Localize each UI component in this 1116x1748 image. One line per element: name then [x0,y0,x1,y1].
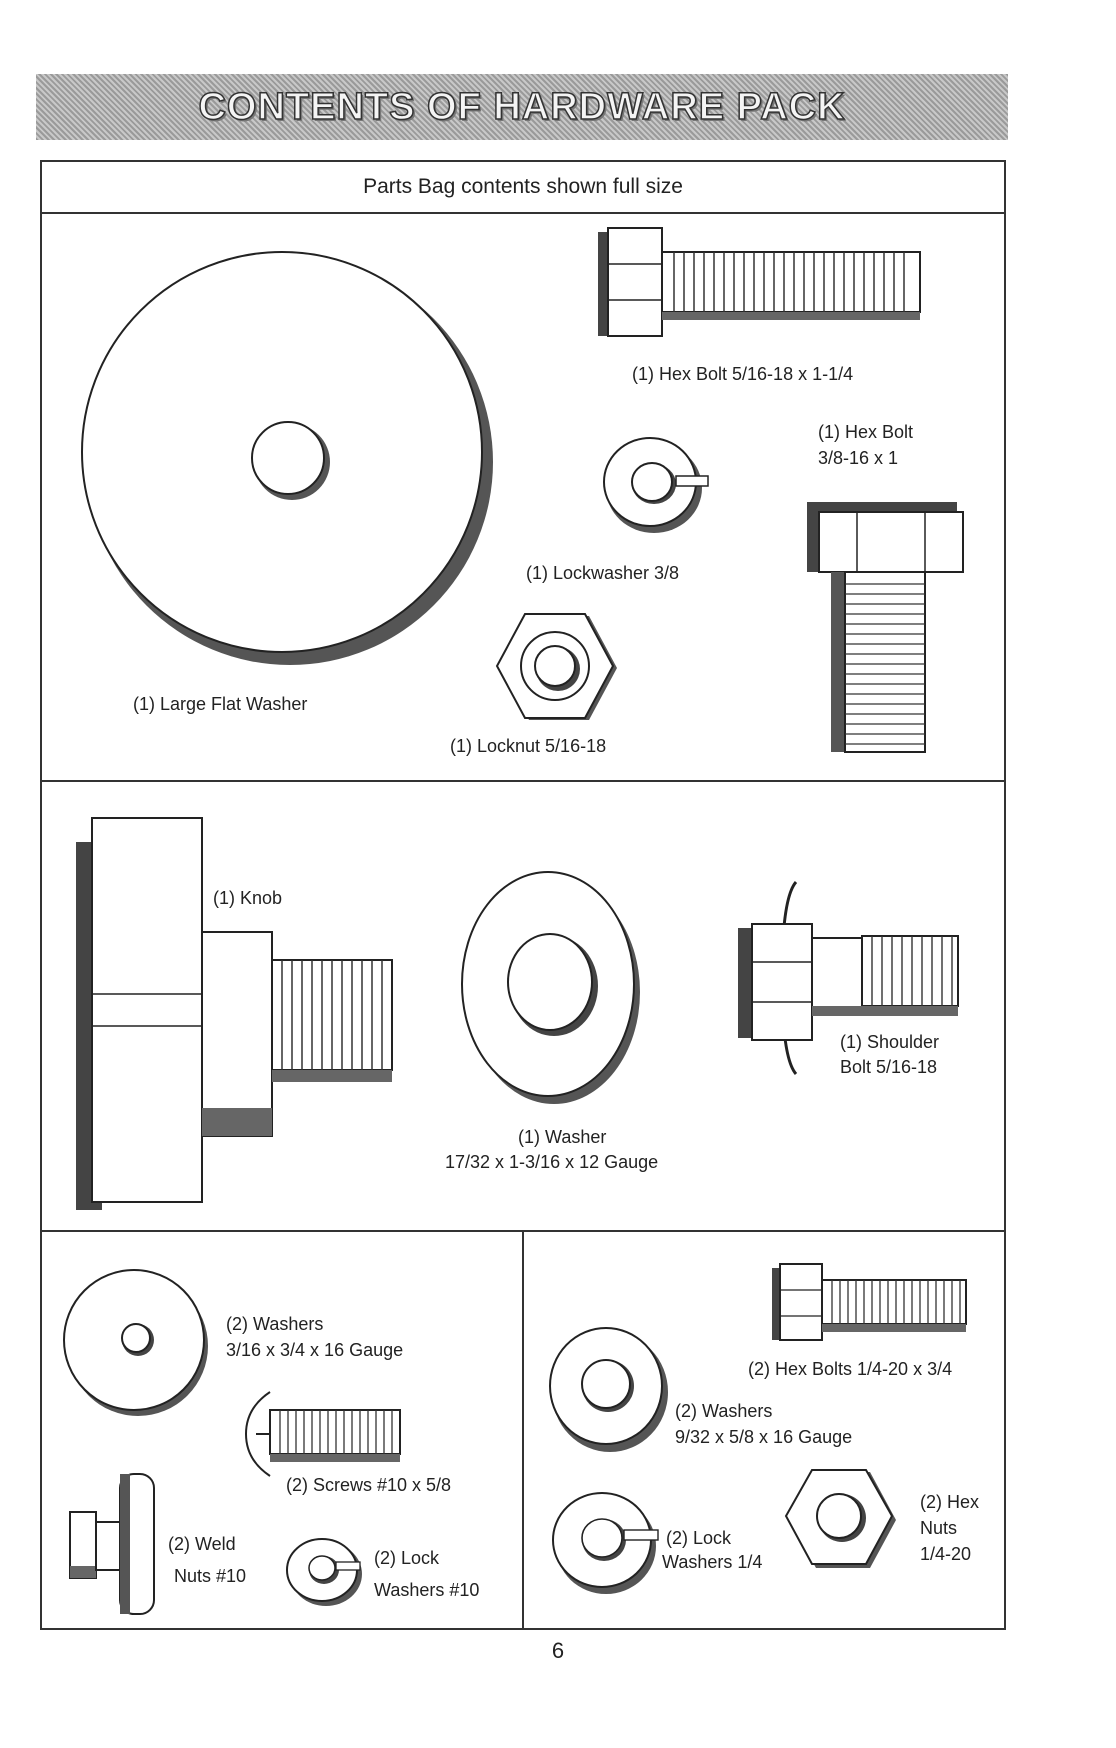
washer-1732-label-line2: 17/32 x 1-3/16 x 12 Gauge [445,1152,659,1172]
hex-nuts-14-label-line3: 1/4-20 [920,1544,972,1564]
knob-label: (1) Knob [213,888,283,908]
washers-316-label-line1: (2) Washers [226,1314,324,1334]
hex-bolts-14-label: (2) Hex Bolts 1/4-20 x 3/4 [748,1359,953,1379]
locknut-label: (1) Locknut 5/16-18 [450,736,607,756]
shoulder-bolt-label-line2: Bolt 5/16-18 [840,1057,938,1077]
divider-row-1 [42,780,1004,782]
large-flat-washer-icon [81,251,493,665]
lockwasher-38-icon [603,437,709,533]
lock-washers-10-label-line2: Washers #10 [374,1580,480,1600]
hex-bolt-516-icon [598,227,921,337]
lock-washers-14-label-line1: (2) Lock [666,1528,732,1548]
weld-nuts-icon [69,1473,155,1615]
hex-bolt-38-label-line2: 3/8-16 x 1 [818,448,899,468]
hex-bolt-38-icon [807,502,964,753]
washers-316-label-line2: 3/16 x 3/4 x 16 Gauge [226,1340,404,1360]
lock-washers-10-icon [286,1538,362,1606]
large-flat-washer-label: (1) Large Flat Washer [133,694,308,714]
banner-title: CONTENTS OF HARDWARE PACK [198,85,846,129]
screws-label: (2) Screws #10 x 5/8 [286,1475,452,1495]
shoulder-bolt-label-line1: (1) Shoulder [840,1032,940,1052]
parts-frame [40,160,1006,1630]
hex-bolt-38-label-line1: (1) Hex Bolt [818,422,914,442]
divider-column [522,1232,524,1628]
screws-icon [244,1391,401,1477]
hex-bolts-14-icon [772,1263,967,1341]
weld-nuts-label-line1: (2) Weld [168,1534,236,1554]
shoulder-bolt-icon [738,881,959,1075]
parts-caption: Parts Bag contents shown full size [42,162,1004,214]
washer-1732-icon [461,871,640,1104]
section-banner: CONTENTS OF HARDWARE PACK [36,74,1008,140]
divider-row-2 [42,1230,1004,1232]
lock-washers-10-label-line1: (2) Lock [374,1548,440,1568]
page-number: 6 [551,1638,565,1663]
locknut-icon [495,613,617,720]
washer-1732-label-line1: (1) Washer [518,1127,607,1147]
washers-932-label-line2: 9/32 x 5/8 x 16 Gauge [675,1427,853,1447]
hex-bolt-516-label: (1) Hex Bolt 5/16-18 x 1-1/4 [632,364,854,384]
weld-nuts-label-line2: Nuts #10 [174,1566,247,1586]
washers-932-icon [549,1327,668,1452]
knob-icon [76,817,393,1210]
hex-nuts-14-label-line2: Nuts [920,1518,958,1538]
washers-316-icon [63,1269,208,1416]
lock-washers-14-label-line2: Washers 1/4 [662,1552,763,1572]
hex-nuts-14-label-line1: (2) Hex [920,1492,980,1512]
washers-932-label-line1: (2) Washers [675,1401,773,1421]
lock-washers-14-icon [552,1492,659,1594]
lockwasher-38-label: (1) Lockwasher 3/8 [526,563,680,583]
hex-nuts-14-icon [784,1469,896,1568]
